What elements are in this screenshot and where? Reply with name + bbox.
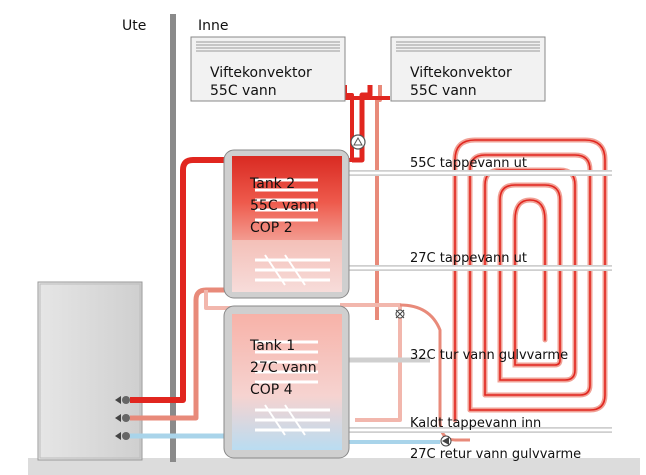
- wall: [170, 14, 176, 462]
- tank-2: [223, 149, 350, 299]
- fan-left-name: Viftekonvektor: [210, 65, 312, 81]
- pipes: [130, 85, 612, 444]
- fan-right-name: Viftekonvektor: [410, 65, 512, 81]
- tank2-name: Tank 2: [249, 176, 295, 192]
- fan-right-temp: 55C vann: [410, 83, 477, 99]
- label-floor-return: 27C retur vann gulvvarme: [410, 447, 581, 462]
- tank2-cop: COP 2: [250, 220, 293, 236]
- label-outside: Ute: [122, 18, 146, 34]
- label-inside: Inne: [198, 18, 229, 34]
- tank-1-coil: [255, 340, 330, 436]
- fan-convector-left: [190, 36, 346, 102]
- outdoor-heat-pump-unit: [37, 281, 143, 461]
- label-floor-supply: 32C tur vann gulvvarme: [410, 348, 568, 363]
- circulation-pump-icon: [350, 134, 366, 150]
- unit-connector-icons: [115, 396, 130, 440]
- tank1-temp: 27C vann: [250, 360, 317, 376]
- tank1-cop: COP 4: [250, 382, 293, 398]
- label-cold-tap-in: Kaldt tappevann inn: [410, 416, 541, 431]
- floor-heating-coil: [452, 137, 608, 423]
- floor: [28, 458, 640, 475]
- fan-convector-right: [390, 36, 546, 102]
- fan-left-temp: 55C vann: [210, 83, 277, 99]
- return-valve-icon: [440, 435, 452, 447]
- mixing-valve-icon: [395, 309, 405, 319]
- tank-1: [223, 305, 350, 459]
- label-warm-tap-out: 27C tappevann ut: [410, 251, 527, 266]
- tank-2-coil: [255, 178, 330, 286]
- tank1-name: Tank 1: [249, 338, 295, 354]
- label-hot-tap-out: 55C tappevann ut: [410, 156, 527, 171]
- tank2-temp: 55C vann: [250, 198, 317, 214]
